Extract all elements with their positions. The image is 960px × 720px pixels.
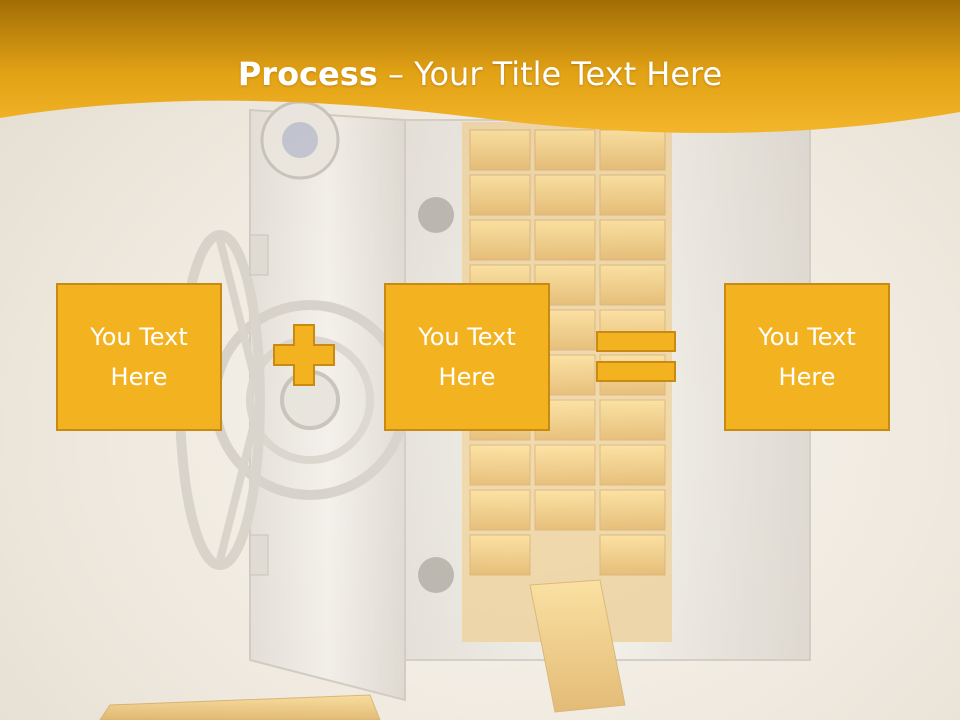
process-box-1: You Text Here (56, 283, 222, 431)
slide-title: Process – Your Title Text Here (0, 52, 960, 96)
process-box-3: You Text Here (724, 283, 890, 431)
process-box-3-label: You Text Here (758, 323, 856, 391)
plus-icon (273, 324, 335, 386)
slide-title-rest: – Your Title Text Here (377, 55, 723, 93)
header-banner (0, 0, 960, 134)
equals-icon (596, 331, 676, 382)
process-box-1-label: You Text Here (90, 323, 188, 391)
process-box-2: You Text Here (384, 283, 550, 431)
slide-title-bold: Process (237, 55, 378, 93)
process-box-2-label: You Text Here (418, 323, 516, 391)
